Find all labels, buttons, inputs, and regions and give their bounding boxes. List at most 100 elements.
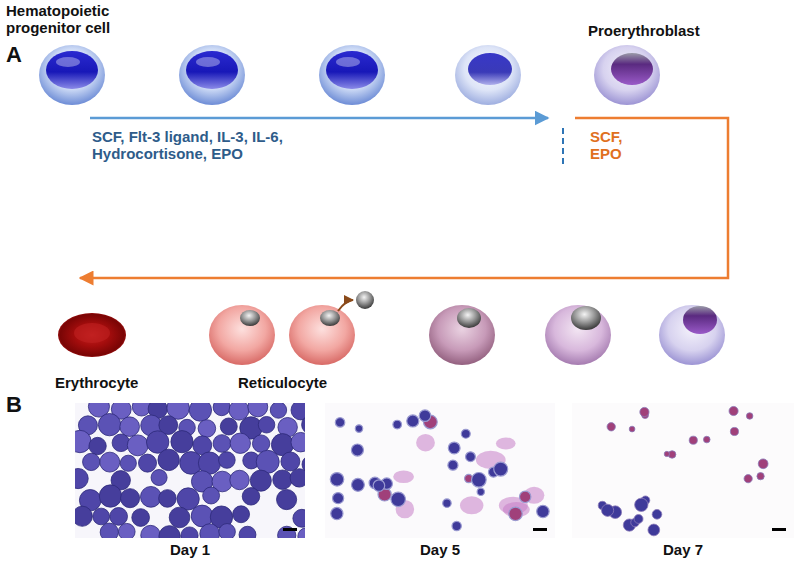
culture-arrow: [90, 117, 548, 120]
stained-cell: [219, 452, 236, 469]
reticulocyte-cell: [289, 291, 374, 365]
micrograph-ground: [325, 403, 555, 538]
stained-cell: [181, 527, 198, 538]
stained-cell: [351, 478, 364, 491]
highlight: [56, 57, 80, 67]
cell-nucleus: [46, 51, 98, 89]
panel-letter: A: [6, 42, 22, 67]
stained-cell: [746, 413, 753, 420]
stained-cell: [200, 524, 220, 538]
stained-cell: [158, 449, 179, 470]
cell-label: Reticulocyte: [238, 374, 327, 391]
cell-body: [289, 305, 355, 365]
erythroblast-cell: [659, 305, 725, 365]
stained-cell: [75, 506, 92, 526]
cell-nucleus: [571, 306, 601, 330]
cell-body: [659, 305, 725, 365]
cell-label: Proerythroblast: [588, 22, 700, 39]
stained-cell: [93, 508, 110, 525]
progenitor-cell: [319, 45, 385, 105]
stained-cell: [652, 509, 662, 519]
stained-cell: [757, 473, 764, 480]
stained-cell: [635, 498, 648, 511]
erythroblast-cell: [429, 305, 495, 365]
progenitor-cell: [39, 45, 105, 105]
day-label: Day 1: [170, 541, 210, 558]
stained-cell: [333, 493, 344, 504]
cell-nucleus: [468, 53, 512, 85]
stained-cell: [132, 509, 150, 527]
stained-cell: [452, 521, 461, 530]
stained-cell: [100, 452, 120, 472]
stained-cell: [291, 432, 305, 451]
stained-cell: [281, 452, 300, 471]
stained-cell: [290, 469, 305, 487]
stain-smear: [460, 496, 483, 514]
stained-cell: [138, 454, 156, 472]
stained-cell: [373, 480, 385, 492]
stained-cell: [393, 420, 402, 429]
highlight: [196, 57, 220, 67]
stained-cell: [230, 470, 249, 489]
stained-cell: [169, 507, 190, 528]
stained-cell: [302, 415, 305, 434]
stained-cell: [141, 525, 161, 538]
highlight: [336, 57, 360, 67]
stained-cell: [75, 468, 88, 488]
progenitor-cell: [179, 45, 245, 105]
stained-cell: [159, 490, 177, 508]
micrograph-ground: [75, 403, 305, 538]
cell-label: Hematopoietic progenitor cell: [6, 2, 146, 37]
proerythroblast-cell: [594, 45, 660, 105]
cell-body: [455, 45, 521, 105]
day-label: Day 5: [420, 541, 460, 558]
micrograph: [572, 403, 794, 538]
panel-letter: B: [6, 392, 22, 417]
extrusion-arrow: [338, 300, 353, 311]
cell-nucleus: [457, 308, 481, 328]
stained-cell: [537, 505, 549, 517]
stained-cell: [83, 453, 100, 470]
stain-smear: [496, 437, 516, 449]
stained-cell: [277, 489, 297, 509]
stained-cell: [112, 434, 130, 452]
stained-cell: [443, 499, 451, 507]
stained-cell: [730, 427, 738, 435]
stained-cell: [75, 430, 91, 452]
stained-cell: [89, 437, 106, 454]
stained-cell: [213, 403, 230, 416]
stained-cell: [461, 429, 470, 438]
cell-nucleus: [240, 310, 260, 326]
stained-cell: [330, 473, 343, 486]
stained-cell: [110, 508, 128, 526]
stained-cell: [634, 514, 643, 523]
stained-cell: [519, 491, 530, 502]
stained-cell: [648, 524, 660, 536]
stained-cell: [509, 507, 523, 521]
micrograph: [75, 403, 305, 538]
extruded-nucleus: [356, 291, 374, 309]
stained-cell: [466, 452, 476, 462]
stained-cell: [239, 526, 256, 538]
cell-body: [545, 305, 611, 365]
stained-cell: [729, 406, 738, 415]
cell-nucleus: [683, 306, 717, 334]
stained-cell: [120, 417, 140, 437]
stain-smear: [416, 434, 435, 452]
stained-cell: [331, 507, 343, 519]
stained-cell: [233, 506, 250, 523]
stained-cell: [419, 410, 431, 422]
stained-cell: [171, 431, 193, 453]
day-label: Day 7: [663, 541, 703, 558]
cell-label: Erythrocyte: [55, 374, 138, 391]
stained-cell: [448, 460, 458, 470]
stained-cell: [448, 442, 460, 454]
stain-smear: [393, 470, 414, 483]
reticulocyte-cell: [209, 305, 275, 365]
stained-cell: [601, 504, 613, 516]
stained-cell: [242, 488, 259, 505]
cell-nucleus: [320, 310, 340, 326]
cell-nucleus: [186, 51, 238, 89]
